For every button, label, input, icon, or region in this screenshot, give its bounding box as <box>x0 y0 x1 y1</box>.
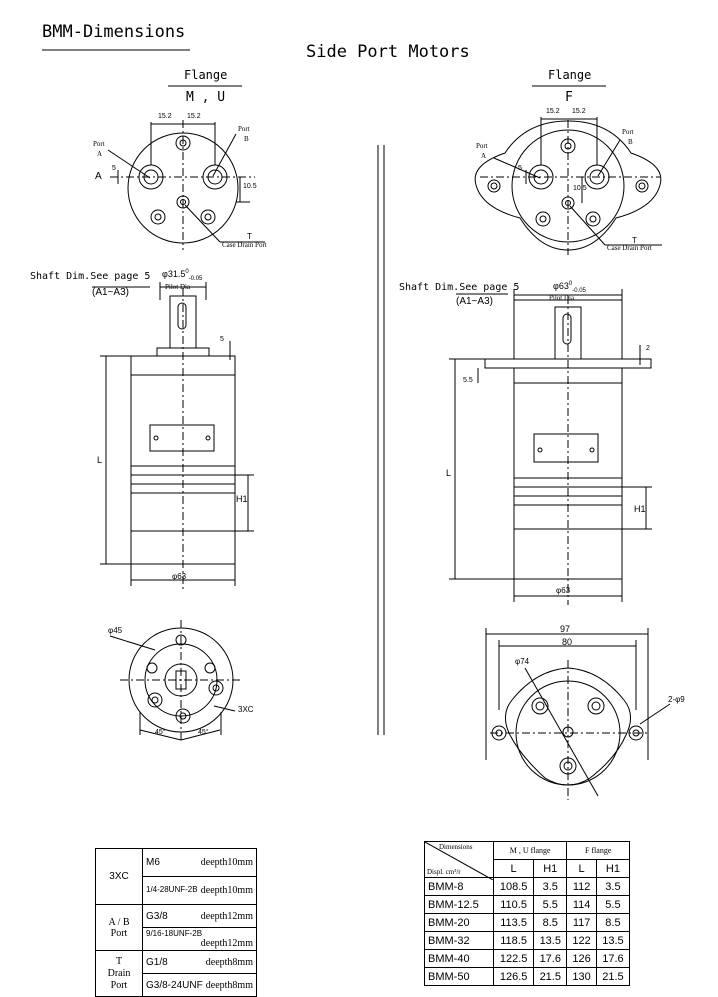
left-flange-label: Flange <box>184 68 228 82</box>
right-dim-h1: H1 <box>634 504 646 514</box>
right-pilot-dim: φ630-0.05 <box>553 281 586 294</box>
table-corner-cell: Dimensions Displ. cm³/r <box>424 841 494 880</box>
right-dim-97: 97 <box>560 624 571 634</box>
left-shaft-range: (A1~A3) <box>92 287 129 298</box>
ports-label-ab: A / B Port <box>95 904 143 951</box>
right-drain-label: Case Drain Port <box>607 244 652 252</box>
page-subtitle: Side Port Motors <box>306 42 470 62</box>
group-header-mu: M , U flange <box>492 841 568 860</box>
dimensions-table: Dimensions Displ. cm³/r M , U flange F f… <box>424 841 631 986</box>
right-shaft-range: (A1~A3) <box>456 296 493 307</box>
corner-bottom-label: Displ. cm³/r <box>427 868 461 876</box>
right-port-a-letter: A <box>481 152 487 160</box>
left-port-b-letter: B <box>244 135 249 143</box>
right-dim-74: φ74 <box>515 657 530 666</box>
left-bottom-view <box>109 620 243 741</box>
ports-label-3xc: 3XC <box>95 848 143 905</box>
right-dim-15-2-a: 15.2 <box>546 108 560 115</box>
left-dim-h1: H1 <box>236 494 248 504</box>
left-flange-top-view <box>107 120 265 250</box>
left-dim-10-5: 10.5 <box>243 183 257 190</box>
left-dim-5-top: 5 <box>220 336 224 343</box>
left-port-a-label: Port <box>93 140 105 148</box>
right-port-a-label: Port <box>476 142 488 150</box>
left-drain-t: T <box>247 232 252 241</box>
right-dim-80: 80 <box>562 637 573 647</box>
right-dim-2x9: 2-φ9 <box>668 695 685 704</box>
right-port-b-letter: B <box>628 138 633 146</box>
left-dim-l: L <box>97 455 103 465</box>
right-bottom-view <box>485 628 671 800</box>
left-dim-45: φ45 <box>108 626 123 635</box>
right-pilot-label: Pilot Dia <box>549 294 575 302</box>
col-header-h1-2: H1 <box>595 859 631 878</box>
right-motor-side-view <box>449 289 652 605</box>
right-dim-5-5: 5.5 <box>463 377 473 384</box>
left-shaft-note: Shaft Dim.See page 5 <box>30 271 151 282</box>
right-dim-15-2-b: 15.2 <box>572 108 586 115</box>
col-header-h1: H1 <box>533 859 568 878</box>
left-dim-63: φ63 <box>172 572 187 581</box>
left-port-b-label: Port <box>238 125 250 133</box>
right-drain-t: T <box>632 236 637 245</box>
right-dim-5: 5 <box>518 165 522 172</box>
left-dim-3xc: 3XC <box>238 705 254 714</box>
right-dim-2: 2 <box>646 345 650 352</box>
left-dim-15-2-a: 15.2 <box>158 113 172 120</box>
left-dim-15-2-b: 15.2 <box>187 113 201 120</box>
corner-diagonal <box>425 842 493 880</box>
right-flange-types: F <box>565 90 573 105</box>
col-header-l2: L <box>566 859 597 878</box>
left-angle-b: 45° <box>198 729 209 736</box>
left-pilot-label: Pilot Dia <box>165 283 191 291</box>
left-pilot-dim: φ31.50-0.05 <box>162 269 203 282</box>
page-title: BMM-Dimensions <box>42 22 186 42</box>
left-dim-5: 5 <box>112 165 116 172</box>
left-motor-side-view <box>92 282 254 590</box>
left-flange-types: M , U <box>186 90 226 105</box>
left-port-a-letter: A <box>97 150 103 158</box>
corner-top-label: Dimensions <box>439 843 473 851</box>
left-angle-a: 45° <box>155 729 166 736</box>
right-flange-label: Flange <box>548 68 592 82</box>
col-header-l: L <box>492 859 535 878</box>
right-flange-top-view <box>474 117 662 255</box>
right-shaft-note: Shaft Dim.See page 5 <box>399 282 520 293</box>
left-marker-a: A <box>95 171 102 182</box>
right-dim-63: φ63 <box>556 586 571 595</box>
right-port-b-label: Port <box>622 128 634 136</box>
right-dim-l: L <box>446 468 452 478</box>
left-drain-label: Case Drain Port <box>222 241 267 249</box>
group-header-f: F flange <box>566 841 630 860</box>
ports-label-t: T Drain Port <box>95 950 143 997</box>
right-dim-10-5: 10.5 <box>573 185 587 192</box>
